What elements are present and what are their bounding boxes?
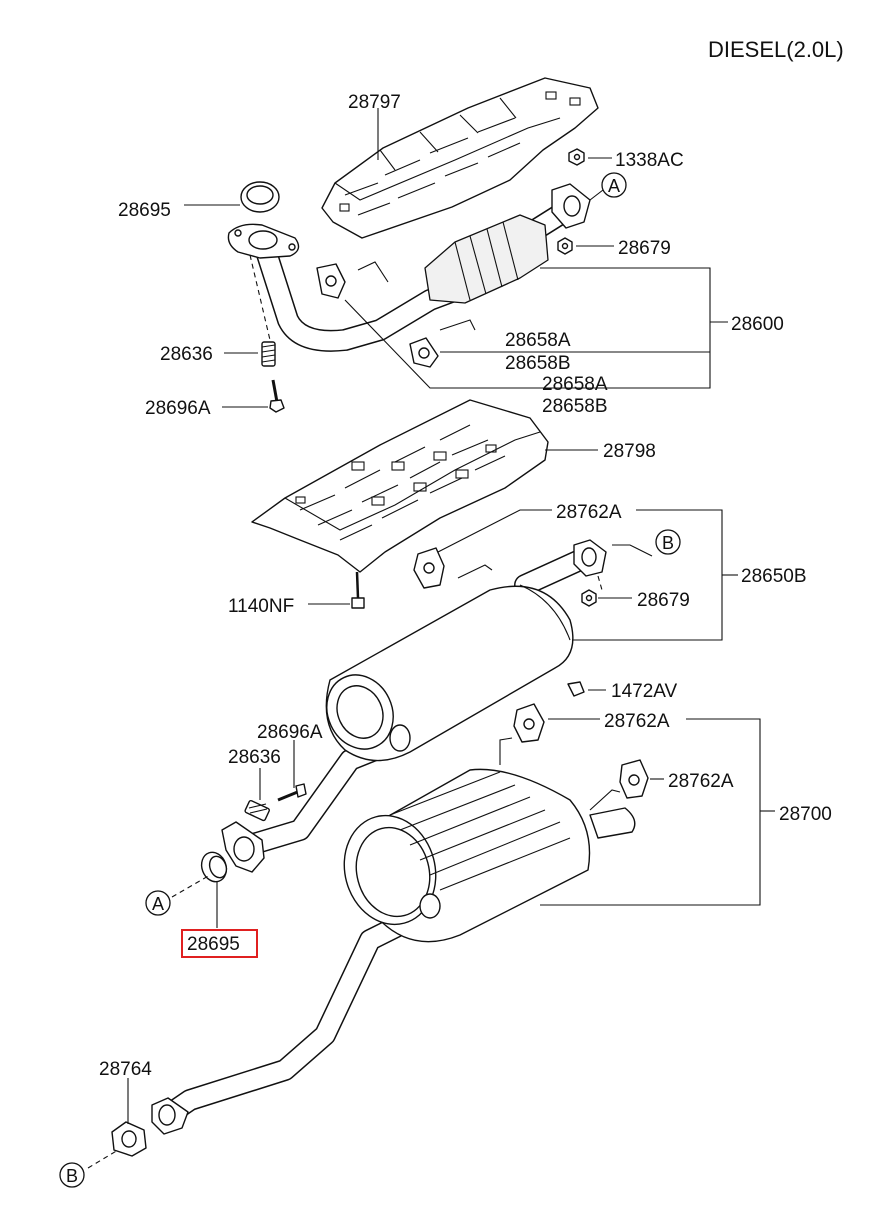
heat-shield-upper-28797[interactable] xyxy=(321,77,599,239)
heat-shield-lower-28798[interactable] xyxy=(251,399,549,573)
svg-text:B: B xyxy=(662,533,674,553)
label-28797: 28797 xyxy=(348,92,401,113)
label-28695-highlighted: 28695 xyxy=(187,934,240,955)
gasket-28764[interactable] xyxy=(111,1121,147,1157)
label-28762A-2: 28762A xyxy=(604,711,670,732)
label-28636-lower: 28636 xyxy=(228,747,281,768)
connector-a-bottom: A xyxy=(145,890,171,916)
gasket-ring-28695-lower[interactable] xyxy=(198,849,231,885)
label-28658A-1: 28658A xyxy=(505,330,571,351)
label-1338AC: 1338AC xyxy=(615,150,684,171)
connector-b-bottom: B xyxy=(59,1162,85,1188)
label-28658B-1: 28658B xyxy=(505,353,571,374)
nut-28679-lower[interactable] xyxy=(581,589,597,607)
bolt-28696A-lower[interactable] xyxy=(277,783,307,802)
highlight-box-28695 xyxy=(181,929,258,958)
rear-muffler-28700[interactable] xyxy=(151,703,649,1135)
spring-28636-upper[interactable] xyxy=(261,341,276,367)
gasket-ring-28695-upper[interactable] xyxy=(240,181,280,213)
label-1472AV: 1472AV xyxy=(611,681,678,702)
part-labels: 28797 28695 1338AC 28679 28600 28636 286… xyxy=(99,92,832,1080)
svg-text:B: B xyxy=(66,1166,78,1186)
label-28600: 28600 xyxy=(731,314,784,335)
label-28695-upper: 28695 xyxy=(118,200,171,221)
nut-1338AC[interactable] xyxy=(568,148,585,166)
label-28696A-lower: 28696A xyxy=(257,722,323,743)
label-1140NF: 1140NF xyxy=(228,596,294,617)
connector-b-mid: B xyxy=(655,529,681,555)
label-28679-upper: 28679 xyxy=(618,238,671,259)
label-28762A-3: 28762A xyxy=(668,771,734,792)
connector-a-top: A xyxy=(601,172,627,198)
label-28658A-2: 28658A xyxy=(542,374,608,395)
label-28650B: 28650B xyxy=(741,566,807,587)
bolt-28696A-upper[interactable] xyxy=(269,379,285,413)
label-28764: 28764 xyxy=(99,1059,152,1080)
label-28762A-1: 28762A xyxy=(556,502,622,523)
label-28696A-upper: 28696A xyxy=(145,398,211,419)
spring-28636-lower[interactable] xyxy=(244,799,270,822)
label-28679-lower: 28679 xyxy=(637,590,690,611)
leader-lines xyxy=(127,108,775,1124)
center-pipe-muffler-28650B[interactable] xyxy=(221,539,607,873)
svg-text:A: A xyxy=(152,894,164,914)
bolt-1140NF[interactable] xyxy=(351,571,365,609)
label-28798: 28798 xyxy=(603,441,656,462)
svg-text:A: A xyxy=(608,176,620,196)
label-28700: 28700 xyxy=(779,804,832,825)
engine-variant-title: DIESEL(2.0L) xyxy=(708,37,844,62)
label-28658B-2: 28658B xyxy=(542,396,608,417)
label-28636-upper: 28636 xyxy=(160,344,213,365)
clip-1472AV[interactable] xyxy=(567,681,585,697)
nut-28679-upper[interactable] xyxy=(557,237,573,255)
front-pipe-catalyst-28600[interactable] xyxy=(227,183,591,368)
